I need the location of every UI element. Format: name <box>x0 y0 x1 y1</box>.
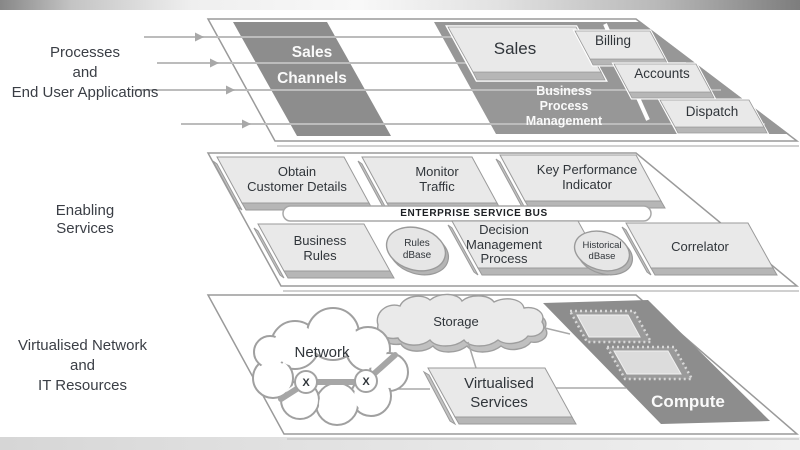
router-node-icon <box>354 369 378 393</box>
correlator-box <box>621 222 778 276</box>
sales-channels-label: Sales Channels <box>277 44 347 87</box>
database-icon-rules <box>385 226 450 276</box>
billing-label: Billing <box>594 33 632 48</box>
flow-arrowhead-icon <box>210 58 219 68</box>
flow-arrowhead-icon <box>226 85 235 95</box>
bpm-label: Business Process Management <box>525 84 603 128</box>
network-node-x-left-label: X <box>302 377 310 389</box>
sales-channels-shape <box>233 22 391 136</box>
network-cloud-icon <box>252 307 409 426</box>
decision-management-process-box <box>447 220 609 276</box>
layer-label-enabling: Enabling Services <box>55 202 115 237</box>
top-border-strip <box>0 0 800 10</box>
compute-label: Compute <box>651 392 725 411</box>
virtualised-services-label: Virtualised Services <box>464 375 534 411</box>
accounts-box <box>611 62 717 100</box>
historical-dbase-label: Historical dBase <box>582 240 622 262</box>
business-rules-label: Business Rules <box>293 233 347 263</box>
network-label: Network <box>294 344 350 361</box>
rules-dbase-label: Rules dBase <box>402 238 432 261</box>
flow-arrowhead-icon <box>242 119 251 129</box>
cpu-chip-icon <box>604 345 695 381</box>
correlator-label: Correlator <box>671 239 729 254</box>
key-performance-indicator-label: Key Performance Indicator <box>536 162 638 192</box>
decision-management-process-label: Decision Management Process <box>466 222 542 266</box>
virtualised-services-box <box>422 367 577 426</box>
resource-connectors <box>396 327 626 390</box>
bottom-border-strip <box>0 437 800 450</box>
sales-label: Sales <box>493 39 537 58</box>
layer-label-processes: Processes and End User Applications <box>11 44 159 101</box>
business-rules-box <box>253 223 395 279</box>
database-icon-historical <box>573 230 634 276</box>
cpu-chip-icon <box>567 309 654 344</box>
sales-box <box>445 25 608 82</box>
network-node-x-right-label: X <box>362 376 370 388</box>
router-node-icon <box>294 370 318 394</box>
dispatch-label: Dispatch <box>685 104 739 119</box>
layer-label-virtualised: Virtualised Network and IT Resources <box>18 337 147 394</box>
monitor-traffic-label: Monitor Traffic <box>415 164 459 194</box>
storage-label: Storage <box>433 314 479 329</box>
accounts-label: Accounts <box>634 66 690 81</box>
billing-box <box>572 29 671 67</box>
storage-cloud-icon <box>376 293 548 353</box>
dispatch-box <box>657 98 770 135</box>
flow-arrowhead-icon <box>195 32 204 42</box>
obtain-customer-details-label: Obtain Customer Details <box>247 164 347 194</box>
enterprise-service-bus-label: ENTERPRISE SERVICE BUS <box>400 208 548 219</box>
